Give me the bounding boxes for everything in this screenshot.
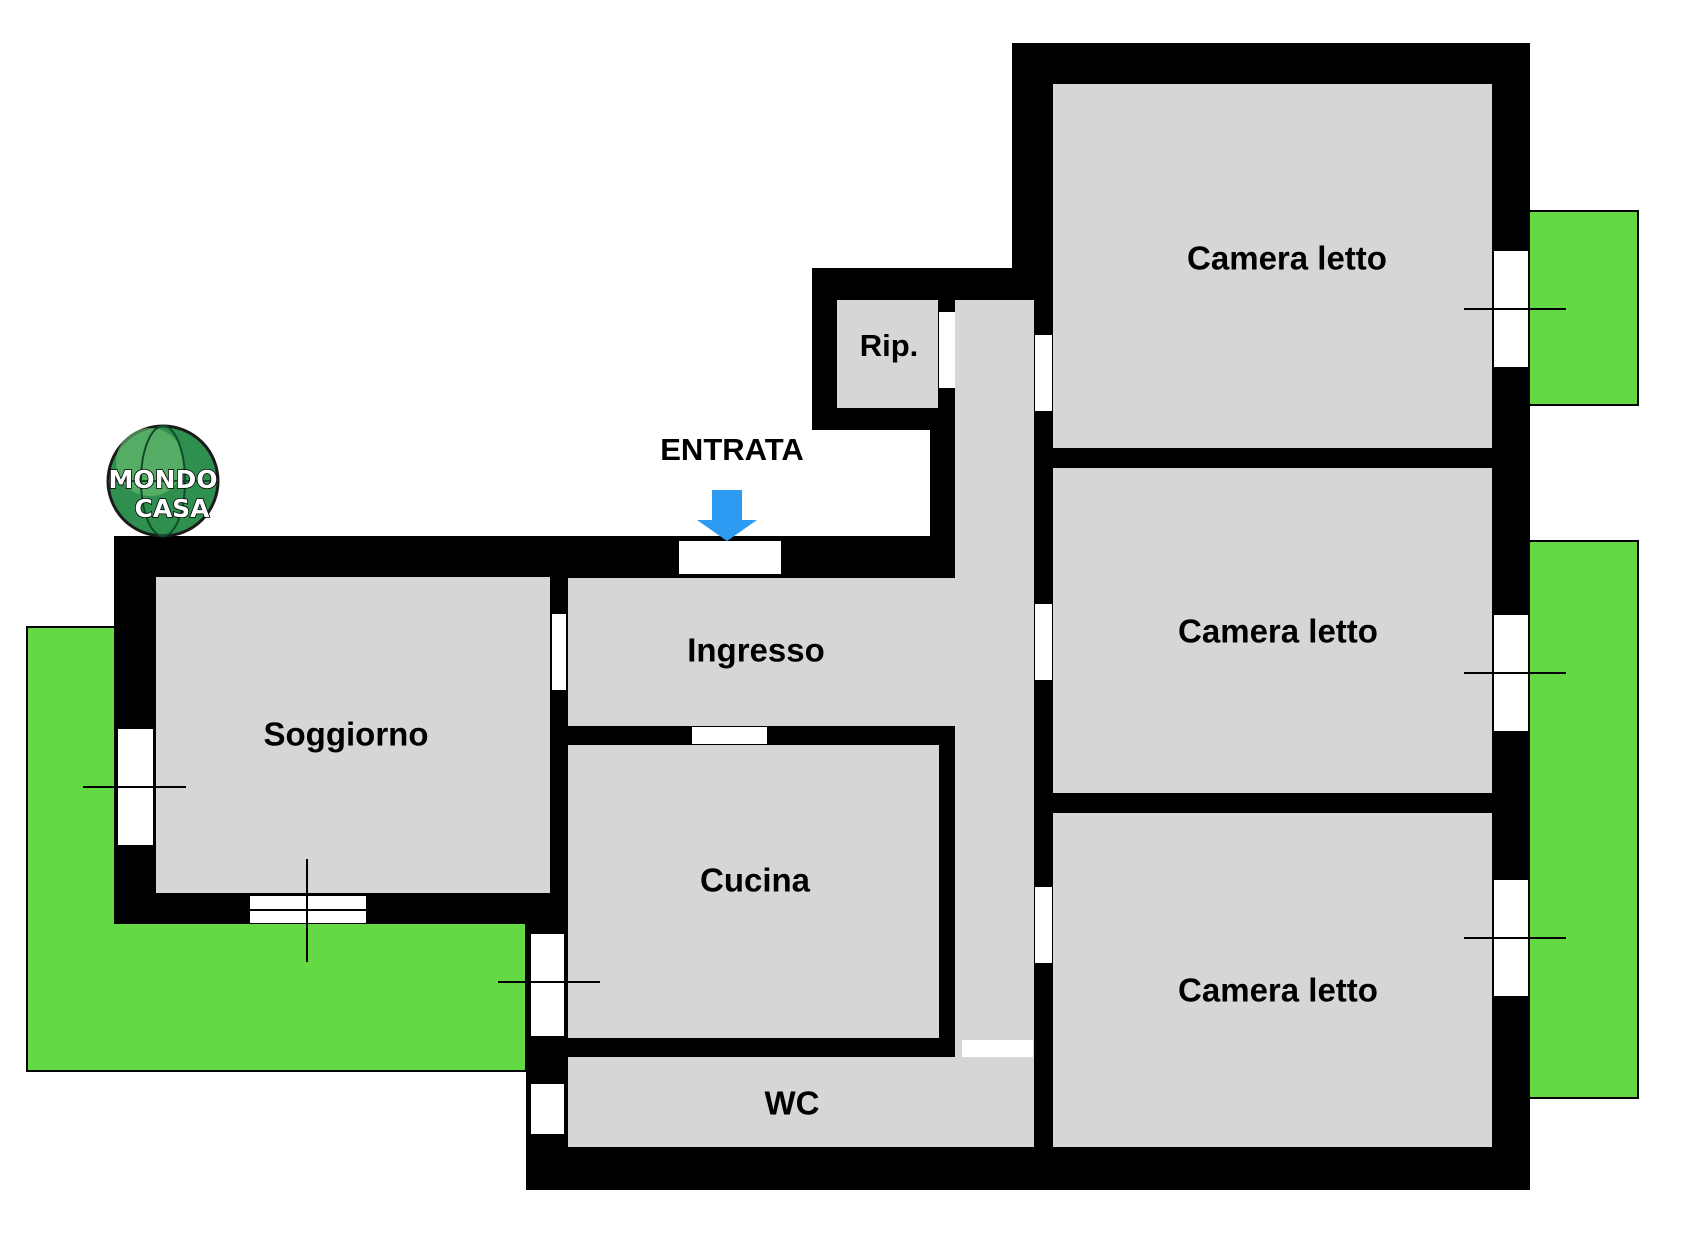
- globe-highlight: [116, 428, 184, 496]
- entrance-label: ENTRATA: [660, 432, 804, 467]
- window-wc: [531, 1084, 564, 1134]
- room-interiors: [156, 84, 1492, 1147]
- door-soggiorno-ingresso: [552, 614, 566, 690]
- terrace-right-bottom: [1527, 540, 1639, 1099]
- label-wc: WC: [765, 1085, 820, 1122]
- logo-line1: MONDO: [108, 465, 217, 494]
- label-soggiorno: Soggiorno: [264, 716, 429, 753]
- entrance-door: [679, 541, 781, 574]
- door-ripostiglio: [939, 312, 955, 388]
- door-cucina: [692, 727, 767, 744]
- label-camera-1: Camera letto: [1187, 240, 1387, 277]
- entrance-arrow-icon: [697, 490, 757, 541]
- label-camera-3: Camera letto: [1178, 972, 1378, 1009]
- door-camera-3: [1035, 887, 1052, 963]
- room-soggiorno: [156, 577, 550, 893]
- label-camera-2: Camera letto: [1178, 613, 1378, 650]
- door-camera-1: [1035, 335, 1052, 411]
- mondo-casa-logo: MONDO CASA: [106, 424, 220, 538]
- door-camera-2: [1035, 604, 1052, 680]
- window-marks: [83, 308, 1566, 983]
- room-camera-1: [1053, 84, 1492, 448]
- room-wc: [568, 1057, 1034, 1147]
- window-cucina: [531, 934, 564, 1036]
- room-camera-2: [1053, 468, 1492, 793]
- label-cucina: Cucina: [700, 862, 811, 899]
- room-cucina: [568, 745, 939, 1038]
- room-labels: Soggiorno Ingresso Cucina WC Rip. Camera…: [264, 240, 1387, 1122]
- label-ripostiglio: Rip.: [860, 328, 919, 363]
- room-camera-3: [1053, 813, 1492, 1147]
- logo-line2: CASA: [134, 494, 210, 523]
- entrance-marker: ENTRATA: [660, 432, 804, 541]
- label-ingresso: Ingresso: [687, 632, 825, 669]
- door-wc: [962, 1040, 1033, 1057]
- room-ingresso-corridor: [568, 300, 1034, 1057]
- room-ripostiglio: [837, 300, 938, 408]
